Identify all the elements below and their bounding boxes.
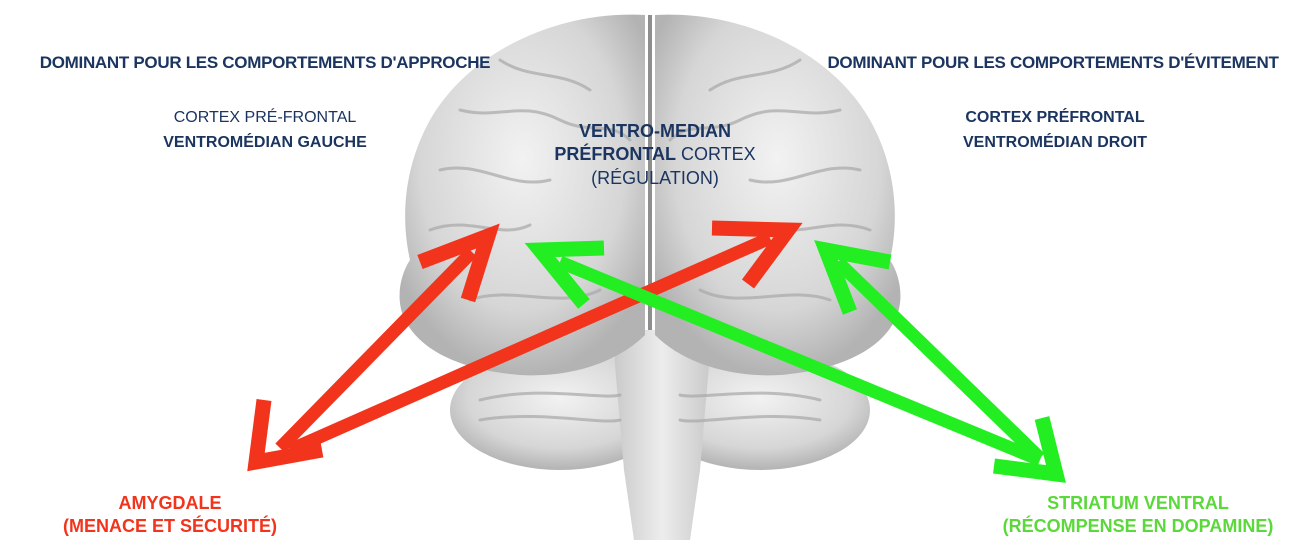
amygdala-line2: (MENACE ET SÉCURITÉ) (0, 515, 340, 538)
center-cortex-line2b: CORTEX (676, 144, 756, 164)
amygdala-label: AMYGDALE (MENACE ET SÉCURITÉ) (0, 492, 340, 539)
center-cortex-line2: PRÉFRONTAL CORTEX (500, 143, 810, 166)
approach-heading: DOMINANT POUR LES COMPORTEMENTS D'APPROC… (0, 52, 530, 73)
arrow-striatum-to-right-cortex (838, 262, 1040, 458)
left-cortex-line1: CORTEX PRÉ-FRONTAL (120, 106, 410, 131)
striatum-line2: (RÉCOMPENSE EN DOPAMINE) (960, 515, 1316, 538)
left-cortex-line2: VENTROMÉDIAN GAUCHE (120, 131, 410, 156)
avoidance-heading: DOMINANT POUR LES COMPORTEMENTS D'ÉVITEM… (790, 52, 1316, 73)
center-cortex-line1: VENTRO-MEDIAN (500, 120, 810, 143)
left-cortex-label: CORTEX PRÉ-FRONTAL VENTROMÉDIAN GAUCHE (120, 106, 410, 156)
striatum-line1: STRIATUM VENTRAL (960, 492, 1316, 515)
center-cortex-label: VENTRO-MEDIAN PRÉFRONTAL CORTEX (RÉGULAT… (500, 120, 810, 190)
striatum-label: STRIATUM VENTRAL (RÉCOMPENSE EN DOPAMINE… (960, 492, 1316, 539)
right-cortex-label: CORTEX PRÉFRONTAL VENTROMÉDIAN DROIT (905, 106, 1205, 156)
amygdala-line1: AMYGDALE (0, 492, 340, 515)
center-cortex-line2a: PRÉFRONTAL (554, 144, 676, 164)
right-cortex-line2: VENTROMÉDIAN DROIT (905, 131, 1205, 156)
center-cortex-line3: (RÉGULATION) (500, 167, 810, 190)
right-cortex-line1: CORTEX PRÉFRONTAL (905, 106, 1205, 131)
